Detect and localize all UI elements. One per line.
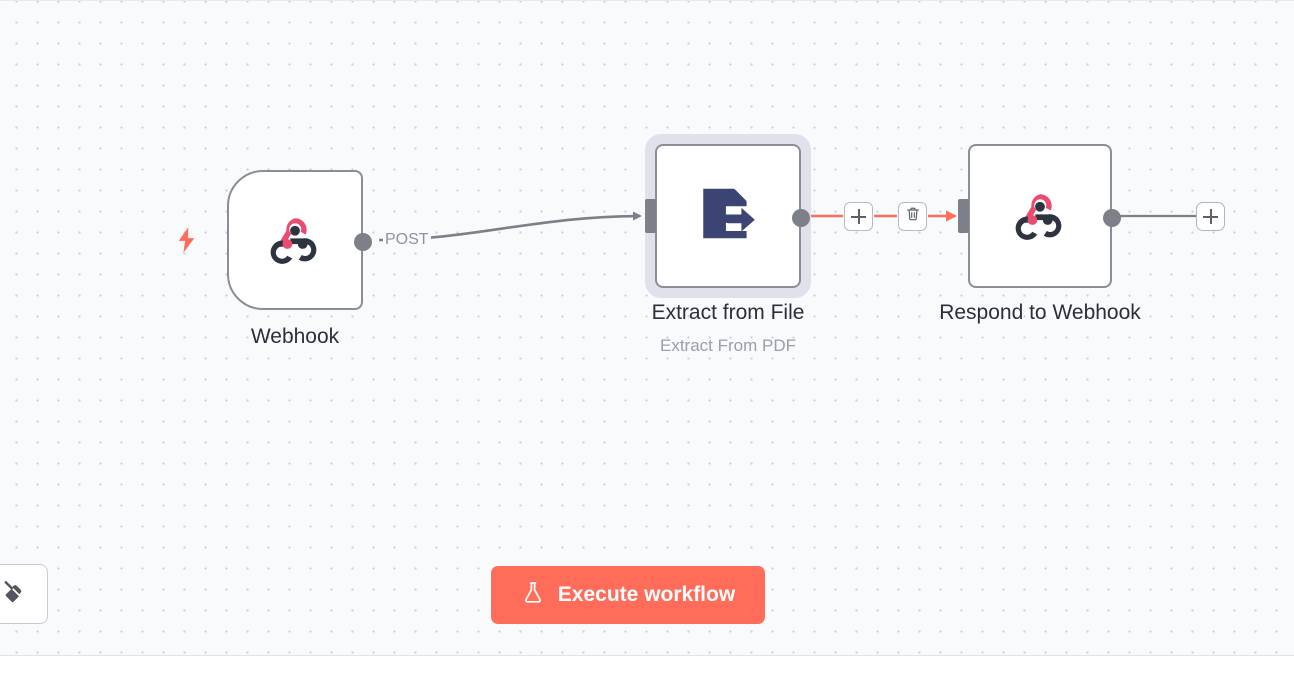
webhook-output-port[interactable]: [354, 233, 372, 251]
execute-workflow-label: Execute workflow: [557, 583, 736, 606]
add-node-button[interactable]: [1196, 202, 1225, 231]
respond-to-webhook-output-port[interactable]: [1103, 209, 1121, 227]
node-extract-from-file-subtitle: Extract From PDF: [659, 336, 796, 355]
canvas-footer-area: [0, 657, 1294, 696]
node-respond-to-webhook-label: Respond to Webhook: [939, 301, 1141, 324]
workflow-canvas[interactable]: Webhook POST Extract from File Extract F…: [0, 0, 1294, 656]
plus-icon: [851, 209, 866, 224]
plus-icon: [1203, 209, 1218, 224]
broom-icon: [2, 579, 28, 610]
tidy-up-button[interactable]: [0, 564, 48, 624]
add-node-on-connection-button[interactable]: [844, 202, 873, 231]
flask-icon: [521, 580, 545, 611]
trash-icon: [905, 206, 921, 227]
node-extract-from-file[interactable]: [655, 144, 810, 288]
node-respond-to-webhook[interactable]: [968, 144, 1121, 288]
node-webhook[interactable]: [227, 170, 372, 310]
webhook-logo-icon: [267, 210, 323, 271]
node-webhook-label: Webhook: [250, 325, 340, 348]
file-export-icon: [695, 181, 761, 252]
webhook-logo-icon: [1012, 186, 1068, 247]
delete-connection-button[interactable]: [898, 202, 927, 231]
execute-workflow-button[interactable]: Execute workflow: [491, 566, 765, 624]
extract-from-file-input-port[interactable]: [645, 199, 656, 233]
extract-from-file-output-port[interactable]: [792, 209, 810, 227]
node-extract-from-file-label: Extract from File: [651, 301, 805, 324]
trigger-bolt-icon: [176, 226, 198, 254]
respond-to-webhook-input-port[interactable]: [958, 199, 969, 233]
connection-label-post: POST: [383, 230, 431, 250]
